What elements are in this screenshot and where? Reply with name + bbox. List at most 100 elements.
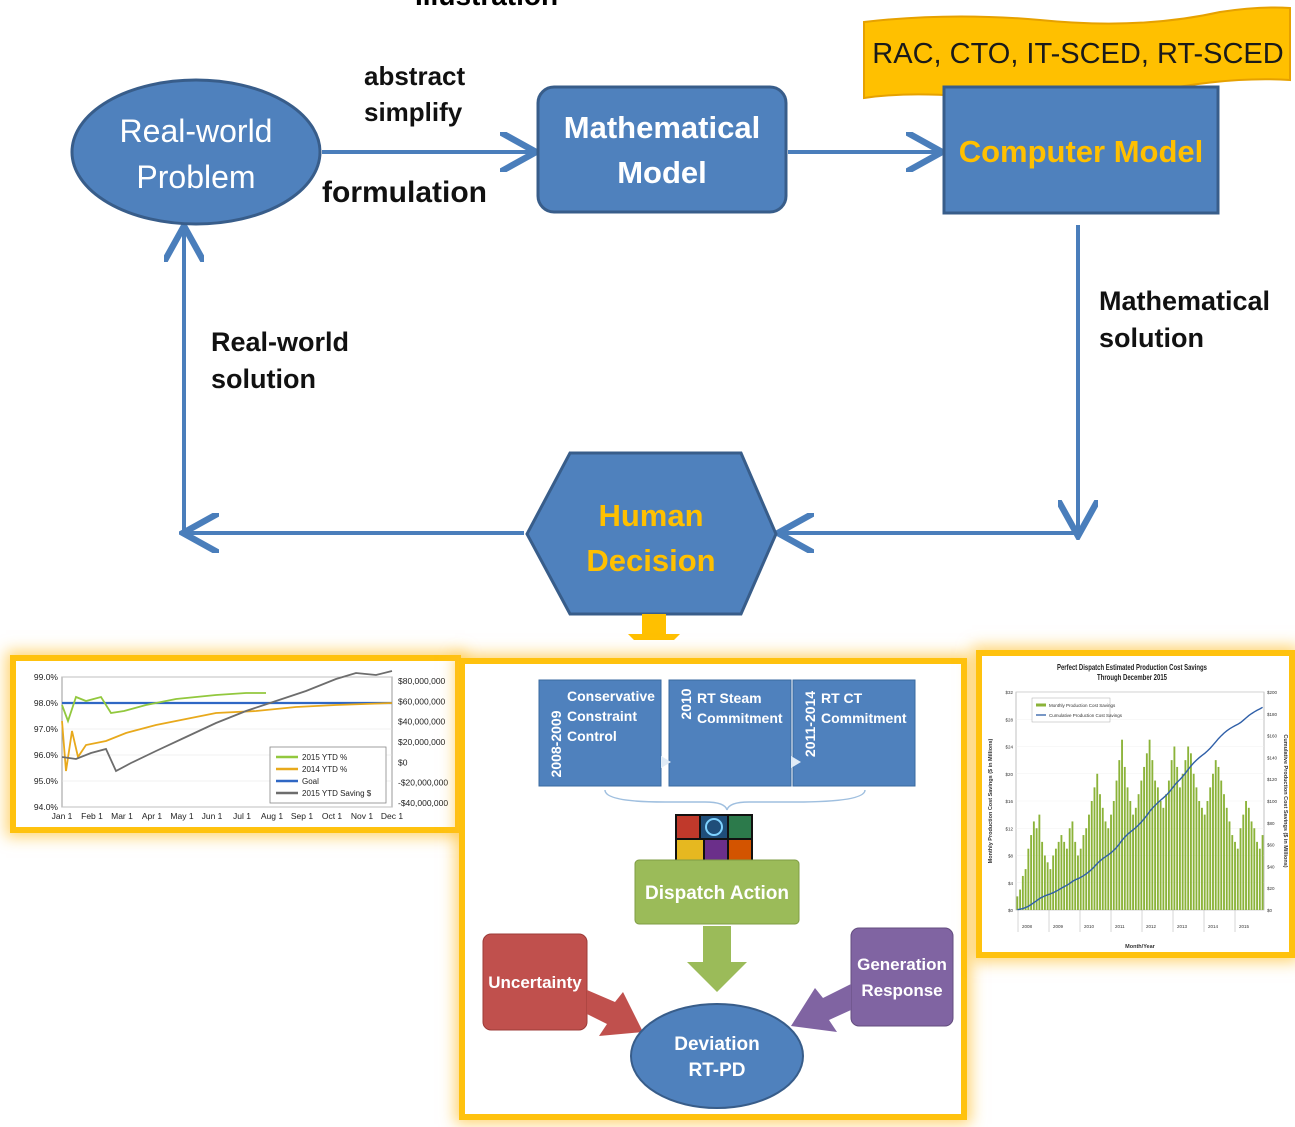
monthly-savings-bar bbox=[1123, 766, 1126, 910]
timeline-brace bbox=[604, 789, 866, 811]
right-y-right-tick: $20 bbox=[1267, 886, 1275, 891]
right-year-tick: 2009 bbox=[1053, 924, 1064, 929]
label-simplify: simplify bbox=[364, 97, 463, 127]
real-world-problem-line2: Problem bbox=[136, 159, 255, 195]
left-legend-label: Goal bbox=[302, 777, 319, 786]
right-legend-1: Monthly Production Cost Savings bbox=[1049, 703, 1116, 708]
monthly-savings-bar bbox=[1030, 835, 1033, 910]
right-y-right-tick: $180 bbox=[1267, 712, 1278, 717]
monthly-savings-bar bbox=[1068, 828, 1071, 910]
left-line-chart: 99.0%98.0%97.0%96.0%95.0%94.0% $80,000,0… bbox=[34, 670, 448, 821]
monthly-savings-bar bbox=[1170, 760, 1173, 910]
monthly-savings-bar bbox=[1126, 787, 1129, 910]
left-x-tick: Sep 1 bbox=[291, 811, 313, 821]
timeline-2008-line2: Constraint bbox=[567, 708, 637, 724]
monthly-savings-bar bbox=[1190, 753, 1192, 910]
monthly-savings-bar bbox=[1201, 807, 1203, 910]
series-2014-pct-line bbox=[61, 702, 393, 772]
monthly-savings-bar bbox=[1035, 828, 1038, 910]
left-x-tick: Feb 1 bbox=[81, 811, 103, 821]
dispatch-down-arrow bbox=[687, 926, 747, 992]
monthly-savings-bar bbox=[1046, 862, 1049, 910]
left-x-tick: Jul 1 bbox=[233, 811, 251, 821]
cycle-diagram: Real-world Problem Mathematical Model RA… bbox=[70, 6, 1291, 640]
monthly-savings-bar bbox=[1071, 821, 1074, 910]
monthly-savings-bar bbox=[1082, 835, 1085, 910]
monthly-savings-bar bbox=[1145, 753, 1148, 910]
monthly-savings-bar bbox=[1079, 848, 1082, 910]
left-y-tick: 97.0% bbox=[34, 724, 59, 734]
monthly-savings-bar bbox=[1043, 855, 1046, 910]
monthly-savings-bar bbox=[1198, 801, 1201, 910]
left-x-tick: Nov 1 bbox=[351, 811, 373, 821]
real-world-problem-line1: Real-world bbox=[120, 113, 273, 149]
timeline-2011-line1: RT CT bbox=[821, 690, 863, 706]
right-ylabel-right: Cumulative Production Cost Savings ($ in… bbox=[1282, 734, 1288, 867]
left-chart-panel: 99.0%98.0%97.0%96.0%95.0%94.0% $80,000,0… bbox=[10, 655, 461, 833]
generation-response-arrow bbox=[791, 984, 851, 1032]
monthly-savings-bar bbox=[1258, 848, 1261, 910]
right-xlabel: Month/Year bbox=[1125, 944, 1156, 950]
monthly-savings-bar bbox=[1110, 814, 1112, 910]
monthly-savings-bar bbox=[1214, 760, 1217, 910]
right-y-left-tick: $0 bbox=[1008, 908, 1014, 913]
right-y-left-tick: $24 bbox=[1005, 745, 1013, 750]
monthly-savings-bar bbox=[1242, 814, 1245, 910]
right-y-left-tick: $32 bbox=[1005, 690, 1013, 695]
right-year-tick: 2012 bbox=[1146, 924, 1157, 929]
monthly-savings-bar bbox=[1203, 814, 1206, 910]
left-x-tick: Mar 1 bbox=[111, 811, 133, 821]
monthly-savings-bar bbox=[1137, 794, 1140, 910]
monthly-savings-bar bbox=[1132, 814, 1134, 910]
human-decision-line1: Human bbox=[598, 498, 703, 533]
monthly-savings-bar bbox=[1093, 787, 1096, 910]
top-clipped-text: Illustration bbox=[415, 0, 558, 12]
timeline-2010-line2: Commitment bbox=[697, 710, 783, 726]
left-y-tick: 95.0% bbox=[34, 776, 59, 786]
monthly-savings-bar bbox=[1027, 848, 1030, 910]
monthly-savings-bar bbox=[1184, 760, 1187, 910]
right-chart-title-1: Perfect Dispatch Estimated Production Co… bbox=[1057, 662, 1207, 672]
right-year-tick: 2010 bbox=[1084, 924, 1095, 929]
timeline-2011-line2: Commitment bbox=[821, 710, 907, 726]
monthly-savings-bar bbox=[1140, 780, 1143, 910]
human-decision-line2: Decision bbox=[586, 543, 715, 578]
monthly-savings-bar bbox=[1253, 828, 1256, 910]
monthly-savings-bar bbox=[1162, 807, 1165, 910]
left-x-tick: Dec 1 bbox=[381, 811, 403, 821]
deviation-line2: RT-PD bbox=[689, 1060, 746, 1081]
uncertainty-text: Uncertainty bbox=[488, 973, 582, 992]
right-y-tick: $80,000,000 bbox=[398, 676, 446, 686]
right-y-left-tick: $16 bbox=[1005, 799, 1013, 804]
right-y-right-tick: $100 bbox=[1267, 799, 1278, 804]
right-y-tick: -$20,000,000 bbox=[398, 778, 448, 788]
timeline-2010-line1: RT Steam bbox=[697, 690, 762, 706]
monthly-savings-bar bbox=[1209, 787, 1212, 910]
monthly-savings-bar bbox=[1206, 801, 1209, 910]
monthly-savings-bar bbox=[1223, 794, 1225, 910]
monthly-savings-bar bbox=[1220, 780, 1223, 910]
center-process-panel: 2008-2009 Conservative Constraint Contro… bbox=[459, 658, 967, 1120]
center-process-diagram: 2008-2009 Conservative Constraint Contro… bbox=[482, 679, 954, 1109]
monthly-savings-bar bbox=[1228, 821, 1231, 910]
monthly-savings-bar bbox=[1074, 841, 1077, 910]
right-year-tick: 2015 bbox=[1239, 924, 1250, 929]
monthly-savings-bar bbox=[1154, 780, 1157, 910]
monthly-savings-bar bbox=[1021, 875, 1024, 910]
right-year-tick: 2014 bbox=[1208, 924, 1219, 929]
timeline-arrow-1 bbox=[661, 756, 671, 768]
monthly-savings-bar bbox=[1178, 787, 1181, 910]
left-y-tick: 94.0% bbox=[34, 802, 59, 812]
right-y-right-tick: $140 bbox=[1267, 755, 1278, 760]
monthly-savings-bar bbox=[1057, 841, 1060, 910]
generation-response-line2: Response bbox=[861, 981, 942, 1000]
monthly-savings-bar bbox=[1038, 814, 1041, 910]
timeline-years-2010: 2010 bbox=[678, 688, 694, 719]
monthly-savings-bar bbox=[1052, 855, 1055, 910]
monthly-savings-bar bbox=[1090, 801, 1093, 910]
mathematical-model-line1: Mathematical bbox=[564, 110, 760, 145]
timeline-box-2010 bbox=[668, 679, 792, 787]
monthly-savings-bar bbox=[1129, 801, 1132, 910]
monthly-savings-bar bbox=[1077, 855, 1079, 910]
monthly-savings-bar bbox=[1107, 828, 1110, 910]
